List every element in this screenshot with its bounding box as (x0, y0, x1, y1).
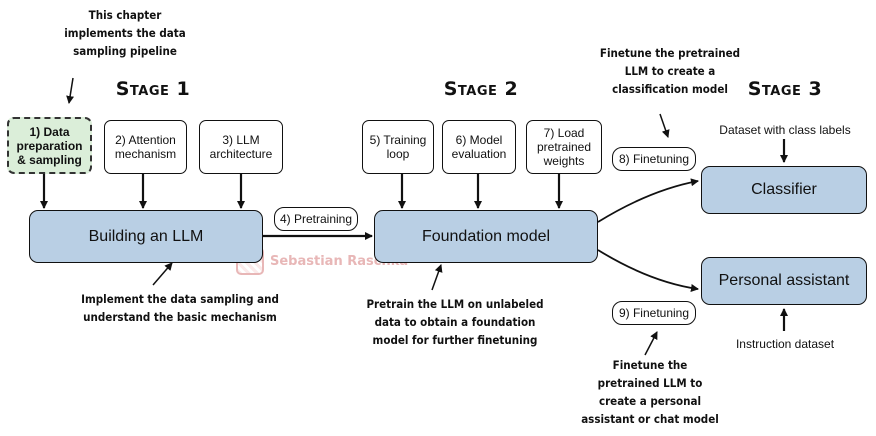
step-attention-mechanism: 2) Attention mechanism (104, 120, 187, 174)
pretrain-note: Pretrain the LLM on unlabeled data to ob… (366, 297, 544, 347)
arrow-to-assistant (597, 249, 699, 292)
step-load-pretrained-weights: 7) Load pretrained weights (526, 120, 602, 174)
instruction-dataset-label: Instruction dataset (735, 337, 835, 351)
arrow-personal-note (644, 331, 658, 356)
foundation-model-box: Foundation model (374, 210, 598, 263)
step-data-preparation: 1) Data preparation & sampling (7, 117, 92, 174)
pretraining-label: 4) Pretraining (274, 207, 358, 231)
stage-2-heading: Stage 2 (443, 78, 519, 100)
finetune-classify-note: Finetune the pretrained LLM to create a … (599, 46, 741, 96)
step-model-evaluation: 6) Model evaluation (442, 120, 516, 174)
arrow-chapter-to-step1 (66, 77, 75, 104)
personal-assistant-box: Personal assistant (701, 257, 867, 305)
step-training-loop: 5) Training loop (362, 120, 434, 174)
finetuning-classifier-label: 8) Finetuning (612, 147, 696, 171)
stage-1-heading: Stage 1 (115, 78, 191, 100)
finetune-personal-note: Finetune the pretrained LLM to create a … (581, 358, 719, 426)
step-llm-architecture: 3) LLM architecture (199, 120, 283, 174)
arrow-to-classifier (597, 178, 699, 223)
building-llm-box: Building an LLM (29, 210, 263, 263)
arrow-implement-note (152, 262, 173, 286)
finetuning-assistant-label: 9) Finetuning (612, 301, 696, 325)
classifier-box: Classifier (701, 166, 867, 214)
chapter-note: This chapter implements the data samplin… (64, 8, 186, 58)
class-dataset-label: Dataset with class labels (719, 123, 851, 137)
watermark-text: Sebastian Raschka (270, 253, 409, 269)
implement-note: Implement the data sampling and understa… (81, 292, 279, 324)
stage-3-heading: Stage 3 (747, 78, 823, 100)
arrow-pretrain-note (431, 264, 443, 291)
arrow-classify-note (659, 113, 670, 138)
